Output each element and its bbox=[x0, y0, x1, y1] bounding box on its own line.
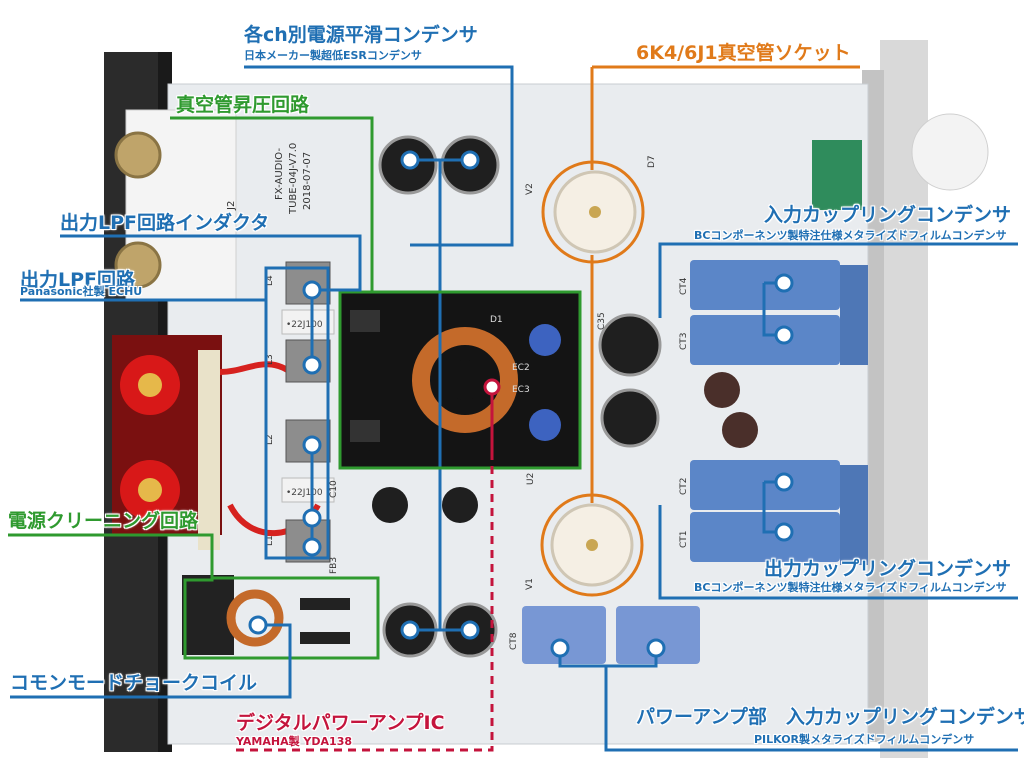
choke-coil bbox=[226, 589, 284, 647]
diode-b bbox=[300, 632, 350, 644]
pcb-ref-u2: U2 bbox=[526, 473, 536, 485]
pcb-ref-c35: C35 bbox=[597, 312, 607, 330]
cap-small-a bbox=[704, 372, 740, 408]
input-coupling-title: 入力カップリングコンデンサ bbox=[764, 204, 1012, 226]
leader-digital-amp-ic-dot bbox=[483, 378, 501, 396]
pcb-ref-v1: V1 bbox=[525, 578, 535, 590]
pcb-ref-ec3: EC3 bbox=[512, 385, 530, 395]
power-amp-input-coupling-title: パワーアンプ部 入力カップリングコンデンサ bbox=[636, 706, 1024, 728]
pcb-ref-c10: C10 bbox=[329, 480, 339, 498]
digital-amp-ic-subtitle: YAMAHA製 YDA138 bbox=[236, 735, 353, 748]
digital-amp-ic-title: デジタルパワーアンプIC bbox=[236, 712, 445, 734]
output-coupling-title: 出力カップリングコンデンサ bbox=[764, 558, 1012, 580]
pcb-ref-l1: L1 bbox=[265, 535, 275, 546]
pcb-ref-d7: D7 bbox=[647, 155, 657, 168]
leader-input-coupling-dots bbox=[774, 273, 794, 345]
film-cap-ch2 bbox=[281, 477, 335, 503]
pcb-ref-v2: V2 bbox=[525, 183, 535, 195]
pcb-ref-j2: J2 bbox=[226, 201, 237, 211]
lpf-circuit-subtitle: Panasonic社製 ECHU bbox=[20, 285, 143, 298]
pcb-ref-fb3: FB3 bbox=[329, 557, 339, 574]
boost-cap-blue-b bbox=[529, 409, 561, 441]
cap-c22 bbox=[600, 388, 660, 448]
ic-b bbox=[350, 420, 380, 442]
leader-tube-boost bbox=[170, 116, 582, 470]
terminal-small-board bbox=[198, 350, 220, 550]
output-coupling-subtitle: BCコンポーネンツ製特注仕様メタライズドフィルムコンデンサ bbox=[694, 581, 1007, 594]
leader-tube-socket bbox=[540, 65, 860, 597]
tube-socket-v1-center bbox=[586, 539, 598, 551]
leader-common-mode-choke bbox=[10, 623, 292, 699]
lpf-inductor-title: 出力LPF回路インダクタ bbox=[60, 212, 270, 234]
speaker-terminal-top-post bbox=[138, 373, 162, 397]
leader-power-amp-input-coupling-dots bbox=[550, 638, 666, 658]
rca-jack-bottom bbox=[114, 241, 162, 289]
leader-lpf-dots bbox=[302, 280, 322, 557]
cap-small-b bbox=[722, 412, 758, 448]
leader-lpf-inductor bbox=[60, 234, 362, 547]
lpf-circuit-title: 出力LPF回路 bbox=[20, 269, 136, 291]
pcb-ref-ct3: CT3 bbox=[679, 332, 689, 350]
pcb-ref-ct4: CT4 bbox=[679, 277, 689, 295]
cap-mid-right bbox=[442, 487, 478, 523]
film-cap-ch1 bbox=[281, 309, 335, 335]
pcb-board-date: 2018-07-07 bbox=[302, 152, 313, 210]
speaker-terminal-bottom-post bbox=[138, 478, 162, 502]
pcb-ref-ec2: EC2 bbox=[512, 363, 530, 373]
smoothing-caps-subtitle: 日本メーカー製超低ESRコンデンサ bbox=[244, 49, 422, 62]
pcb-board-model: TUBE-04J-V7.0 bbox=[288, 143, 299, 215]
input-coupling-subtitle: BCコンポーネンツ製特注仕様メタライズドフィルムコンデンサ bbox=[694, 229, 1007, 242]
pcb-ref-l3: L3 bbox=[265, 354, 275, 365]
coupling-cap-side-b bbox=[840, 465, 868, 565]
volume-pot bbox=[812, 140, 862, 210]
pcb-ref-d1: D1 bbox=[490, 315, 503, 325]
pcb-ref-l4: L4 bbox=[265, 275, 275, 286]
coupling-cap-ct1 bbox=[690, 512, 840, 562]
coupling-cap-side-a bbox=[840, 265, 868, 365]
coupling-cap-ct3 bbox=[690, 315, 840, 365]
volume-knob-shaft bbox=[911, 113, 989, 191]
leader-lpf-circuit bbox=[20, 266, 330, 560]
diode-a bbox=[300, 598, 350, 610]
power-amp-cap-ct8-left bbox=[522, 606, 606, 664]
rca-jack-top bbox=[114, 131, 162, 179]
common-mode-choke-title: コモンモードチョークコイル bbox=[10, 672, 258, 694]
pcb-cap-code-a: •22J100 bbox=[286, 320, 323, 330]
pcb-ref-l2: L2 bbox=[265, 434, 275, 445]
pcb-cap-code-b: •22J100 bbox=[286, 488, 323, 498]
ic-a bbox=[350, 310, 380, 332]
cap-mid-left bbox=[372, 487, 408, 523]
leader-digital-amp-ic bbox=[236, 393, 494, 752]
leader-common-mode-choke-dot bbox=[248, 615, 268, 635]
toroidal-inductor bbox=[412, 327, 518, 433]
dc-jack bbox=[182, 575, 234, 655]
tube-boost-title: 真空管昇圧回路 bbox=[176, 94, 310, 116]
toroidal-core bbox=[445, 360, 485, 400]
tube-socket-title: 6K4/6J1真空管ソケット bbox=[636, 42, 851, 64]
leader-output-coupling-dots bbox=[774, 472, 794, 542]
pcb-ref-ct8: CT8 bbox=[509, 632, 519, 650]
power-amp-cap-ct8-right bbox=[616, 606, 700, 664]
leader-smoothing-caps bbox=[244, 65, 514, 632]
cap-c35 bbox=[598, 313, 662, 377]
smoothing-caps-title: 各ch別電源平滑コンデンサ bbox=[244, 24, 478, 46]
power-amp-input-coupling-subtitle: PILKOR製メタライズドフィルムコンデンサ bbox=[754, 733, 975, 746]
leader-power-cleaning bbox=[8, 533, 380, 660]
pcb-ref-ct2: CT2 bbox=[679, 477, 689, 495]
pcb-board-id: FX-AUDIO- bbox=[274, 148, 285, 200]
power-cleaning-title: 電源クリーニング回路 bbox=[8, 510, 199, 532]
pcb-ref-ct1: CT1 bbox=[679, 530, 689, 548]
tube-socket-v2-center bbox=[589, 206, 601, 218]
boost-cap-blue-a bbox=[529, 324, 561, 356]
leader-smoothing-caps-dots bbox=[400, 150, 480, 640]
